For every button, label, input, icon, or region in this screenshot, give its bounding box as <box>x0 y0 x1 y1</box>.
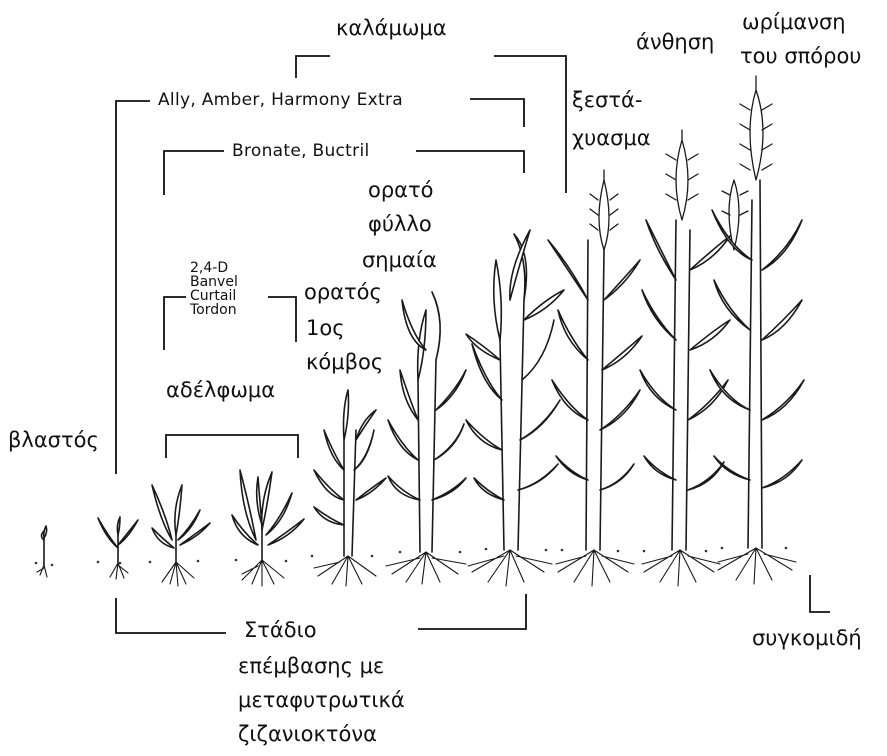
label-stem-elongation: καλάμωμα <box>336 18 447 39</box>
label-first-node-3: κόμβος <box>306 352 383 373</box>
bracket-harvest <box>810 575 830 612</box>
label-flag-leaf-3: σημαία <box>362 250 437 271</box>
label-emergence: βλαστός <box>8 430 99 451</box>
label-herbicide-tordon: Tordon <box>190 304 237 317</box>
bracket-tillering <box>166 435 298 458</box>
label-herbicide-bronate-group: Bronate, Buctril <box>232 143 370 160</box>
label-application-stage-2: επέμβασης με <box>238 656 384 677</box>
label-application-stage-4: ζιζανιοκτόνα <box>238 724 377 745</box>
label-herbicide-ally-group: Ally, Amber, Harmony Extra <box>158 92 403 109</box>
label-heading-2: χυασμα <box>572 128 651 149</box>
label-first-node-2: 1ος <box>306 318 345 339</box>
plant-tillering-early <box>152 485 210 586</box>
label-flag-leaf-1: ορατό <box>368 180 434 201</box>
bracket-application-stage <box>116 594 526 633</box>
bracket-stem-elongation <box>296 56 566 193</box>
plant-two-leaf <box>98 517 138 579</box>
label-heading-1: ξεστά- <box>572 90 642 111</box>
soil-line <box>35 547 788 567</box>
plant-first-node <box>314 390 386 586</box>
label-flag-leaf-2: φύλλο <box>368 214 432 235</box>
plant-tillering <box>232 470 304 586</box>
label-tillering: αδέλφωμα <box>166 380 275 401</box>
plant-ripening <box>710 76 804 584</box>
label-application-stage-1: Στάδιο <box>244 620 317 641</box>
label-flowering: άνθηση <box>636 32 714 53</box>
label-seed-ripening-2: του σπόρου <box>740 46 861 67</box>
label-seed-ripening-1: ωρίμανση <box>742 12 846 33</box>
label-harvest: συγκομιδή <box>752 628 862 649</box>
label-application-stage-3: μεταφυτρωτικά <box>238 690 405 711</box>
label-first-node-1: ορατός <box>304 282 382 303</box>
plant-emergence <box>37 526 47 577</box>
plant-flag-leaf <box>386 292 466 584</box>
plant-booting <box>466 230 564 586</box>
plant-flowering <box>640 130 730 586</box>
plant-heading <box>548 170 642 586</box>
